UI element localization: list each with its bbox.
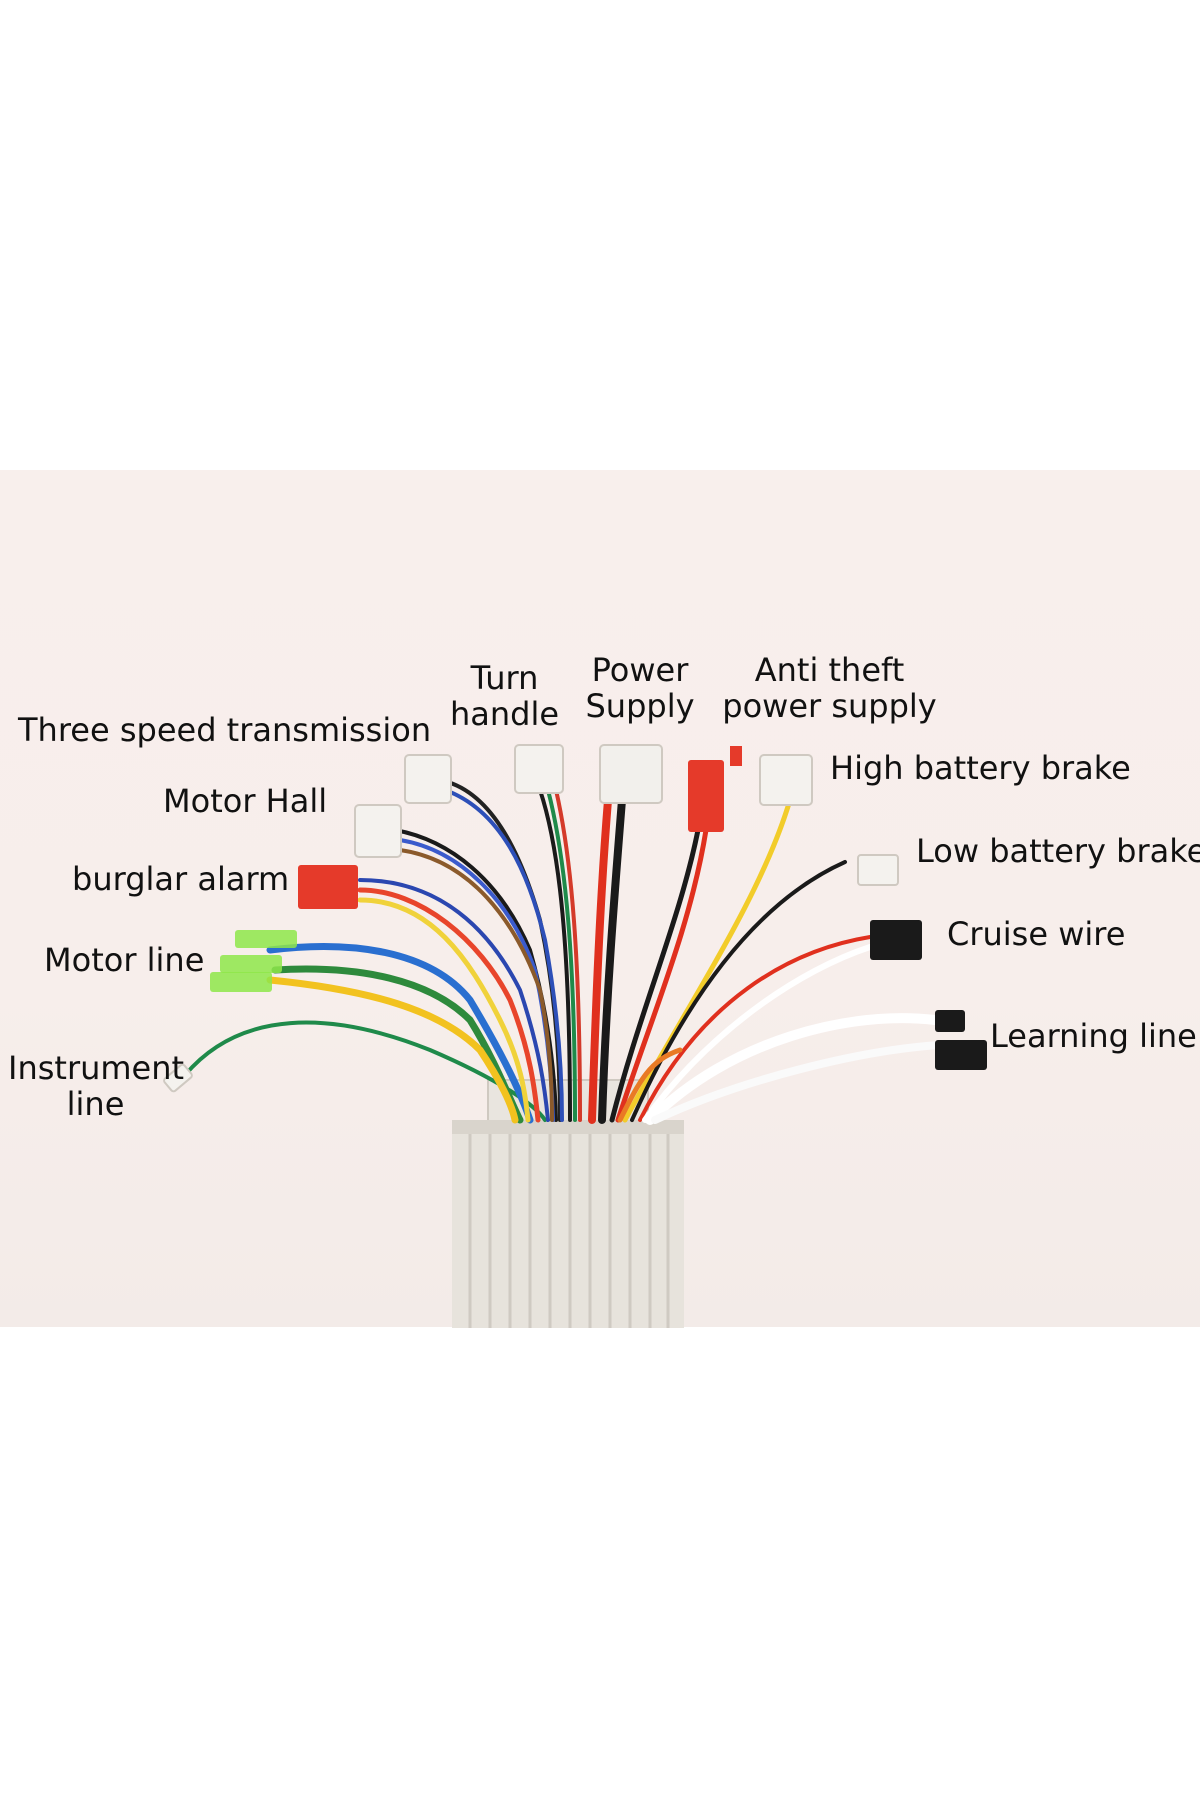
terminals-motor-line <box>210 930 297 992</box>
label-instrument-line-1: Instrument <box>8 1049 185 1087</box>
connector-low-brake <box>857 854 899 886</box>
label-anti-theft-1: Anti theft <box>754 651 905 689</box>
label-power-supply-1: Power <box>591 651 689 689</box>
connector-instrument <box>163 1063 193 1093</box>
connector-learning <box>935 1010 987 1070</box>
label-three-speed-transmission: Three speed transmission <box>18 711 432 749</box>
label-power-supply: Power Supply <box>580 652 700 724</box>
label-high-battery-brake: High battery brake <box>830 749 1131 787</box>
label-motor-hall: Motor Hall <box>163 782 328 820</box>
label-motor-line: Motor line <box>44 941 205 979</box>
connector-anti-theft <box>688 746 742 832</box>
label-low-battery-brake: Low battery brake <box>916 832 1200 870</box>
connector-turn-handle <box>514 744 564 794</box>
label-instrument-line-2: line <box>66 1085 125 1123</box>
label-turn-handle-1: Turn <box>470 659 539 697</box>
label-instrument-line: Instrument line <box>8 1049 185 1123</box>
label-learning-line: Learning line <box>990 1017 1197 1055</box>
label-anti-theft-2: power supply <box>722 687 937 725</box>
connector-cruise <box>870 920 922 960</box>
connector-three-speed <box>404 754 452 804</box>
wire-bundle <box>183 778 944 1125</box>
label-turn-handle-2: handle <box>449 695 560 733</box>
label-anti-theft: Anti theft power supply <box>722 652 937 724</box>
label-burglar-alarm: burglar alarm <box>72 860 290 898</box>
label-power-supply-2: Supply <box>585 687 695 725</box>
connector-high-brake <box>759 754 813 806</box>
connector-burglar-alarm <box>298 865 358 909</box>
connector-power-supply <box>599 744 663 804</box>
label-turn-handle: Turn handle <box>442 660 567 732</box>
connector-motor-hall <box>354 804 402 858</box>
label-cruise-wire: Cruise wire <box>947 915 1126 953</box>
